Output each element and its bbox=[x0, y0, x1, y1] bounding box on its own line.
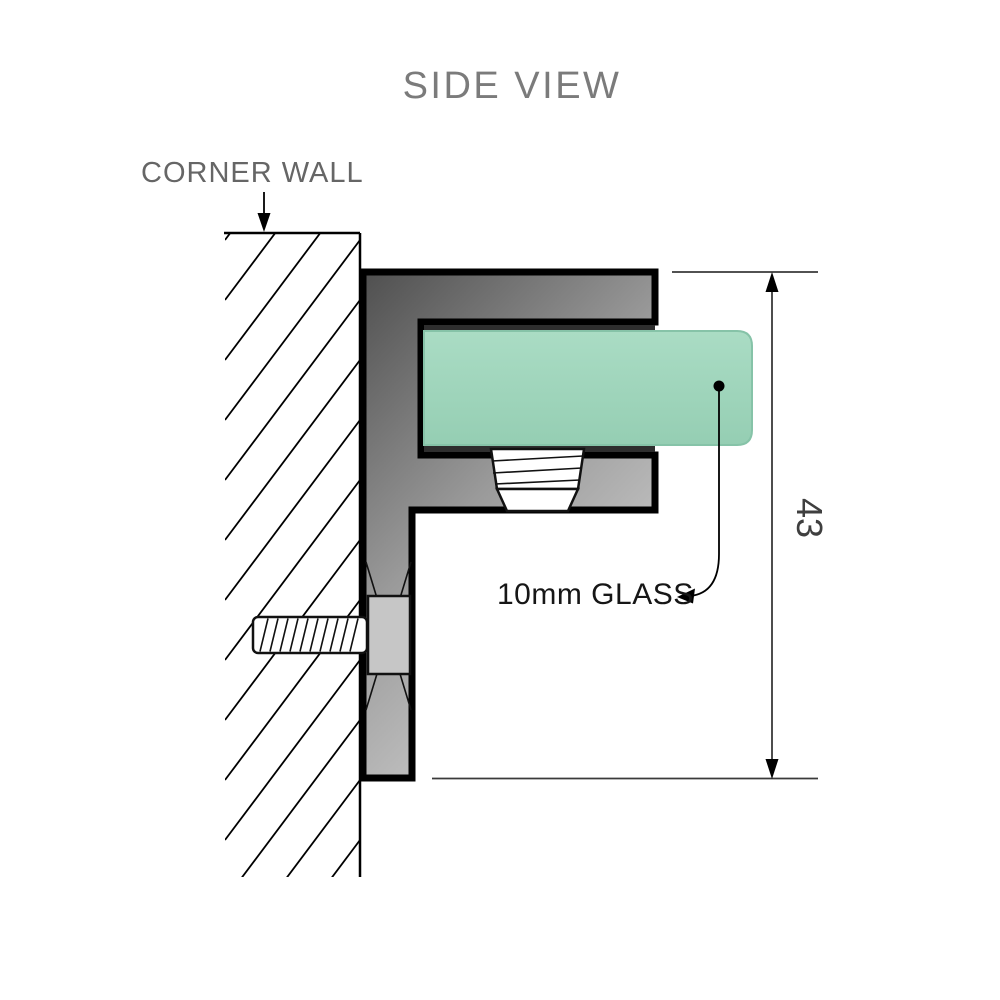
grub-screw-tip bbox=[495, 487, 580, 513]
diagram-title: SIDE VIEW bbox=[403, 65, 622, 107]
grub-screw bbox=[489, 447, 586, 513]
glass-leader-line bbox=[689, 386, 720, 597]
glass-panel bbox=[423, 330, 753, 446]
dim-arrowhead-top-icon bbox=[765, 272, 779, 292]
wall-hatching bbox=[225, 233, 360, 877]
dim-arrowhead-bottom-icon bbox=[765, 759, 779, 779]
corner-wall-arrowhead-icon bbox=[257, 213, 271, 232]
screw-threads bbox=[259, 618, 359, 652]
corner-wall-label: CORNER WALL bbox=[141, 157, 364, 189]
dim-value: 43 bbox=[789, 498, 830, 538]
glass-label: 10mm GLASS bbox=[497, 578, 694, 611]
wall-screw bbox=[251, 561, 412, 711]
screw-shaft bbox=[251, 615, 369, 655]
corner-wall-arrow bbox=[257, 192, 271, 232]
wall-section bbox=[224, 231, 362, 877]
glass-callout: 10mm GLASS bbox=[497, 380, 725, 611]
dimension-43: 43 bbox=[432, 271, 830, 780]
bracket-body bbox=[359, 268, 659, 782]
glass-leader-arrowhead-icon bbox=[677, 588, 695, 604]
screw-head bbox=[366, 594, 412, 676]
